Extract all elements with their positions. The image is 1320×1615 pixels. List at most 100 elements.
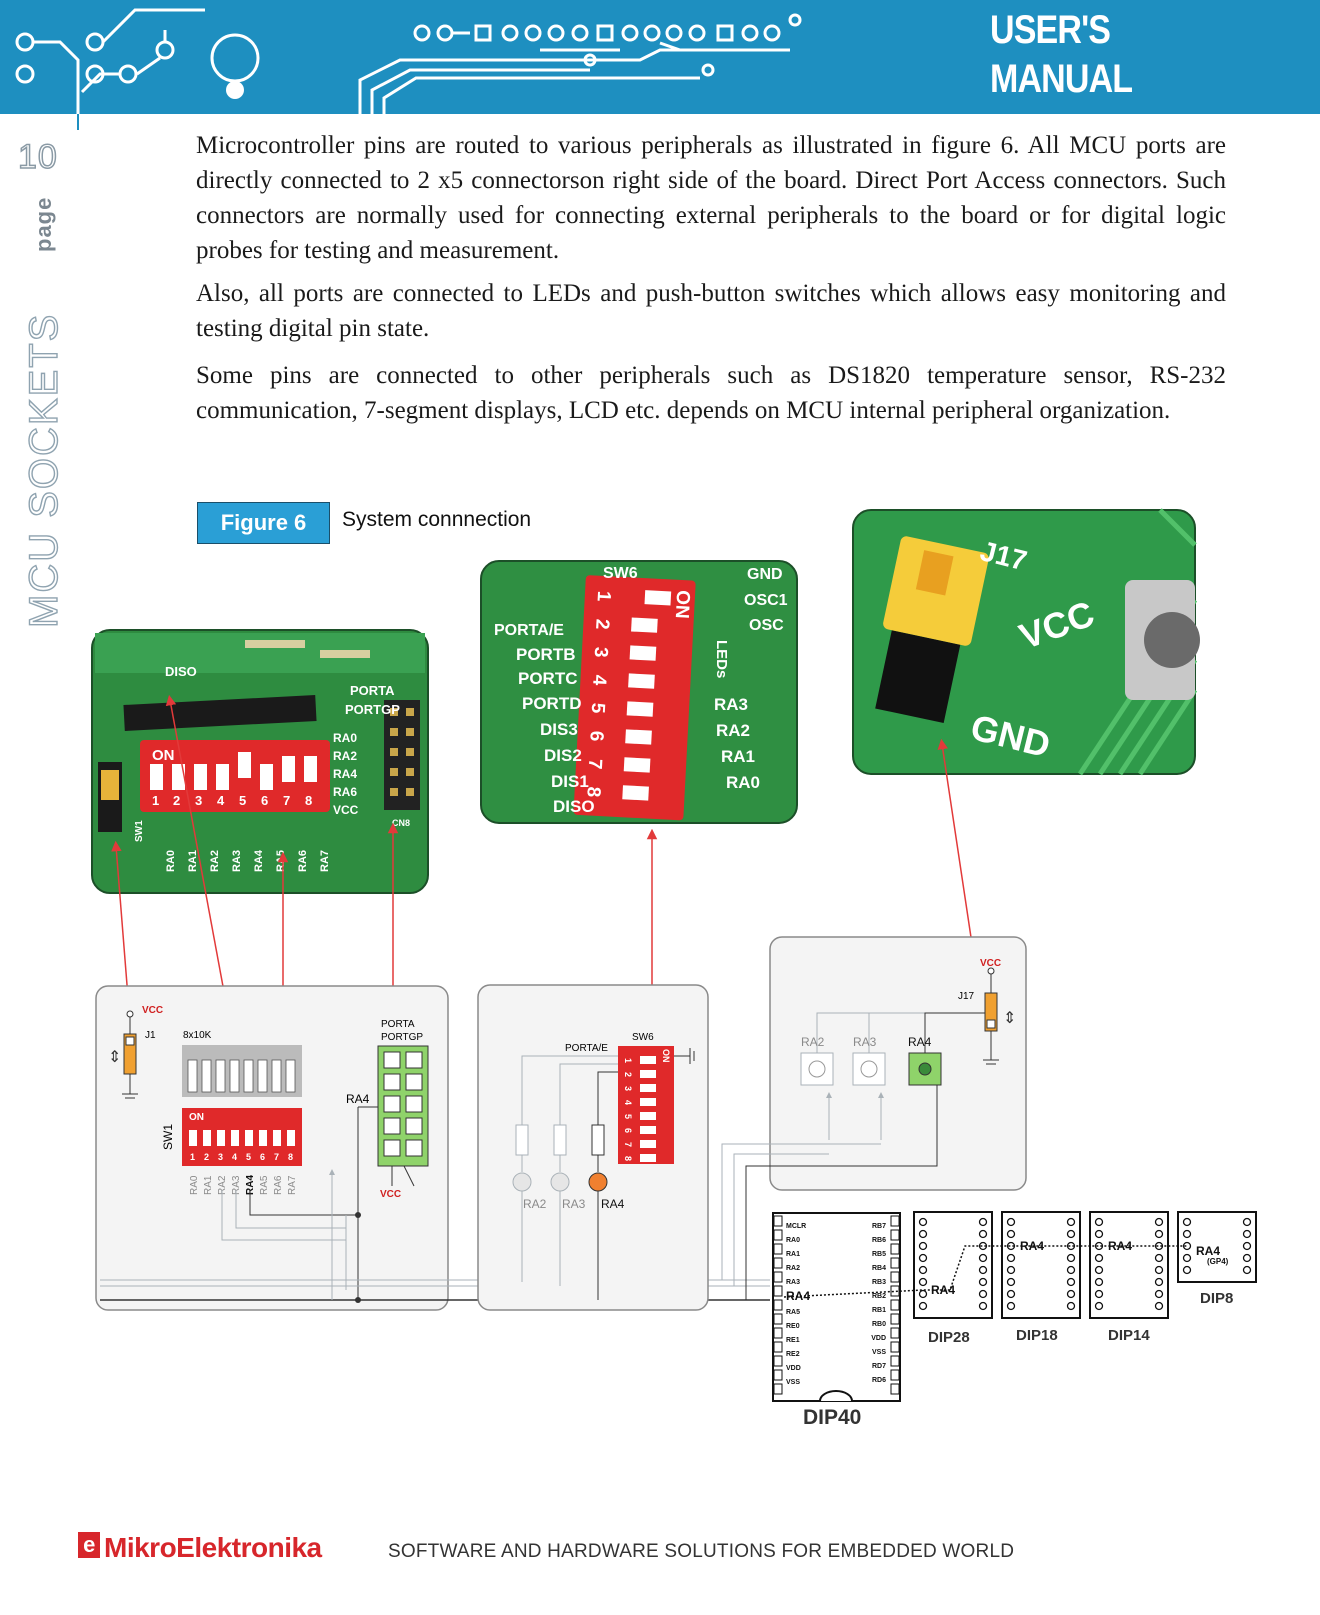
photo1-label: RA1	[187, 850, 199, 872]
right-j17-label: J17	[958, 991, 975, 1002]
photo1-label: RA7	[319, 850, 331, 872]
photo2-label: SW6	[603, 565, 638, 582]
mid-porta-e-label: PORTA/E	[565, 1043, 608, 1054]
mid-switch-digit: 7	[623, 1142, 633, 1147]
photo-dip-switch-porta: DISO PORTA PORTGP ON 1 2 3 4 5 6 7 8 RA0…	[91, 629, 429, 894]
photo1-label: DISO	[165, 664, 197, 679]
mid-on-label: ON	[661, 1049, 671, 1063]
dip40-pin: RD7	[872, 1363, 886, 1370]
photo1-label: RA6	[297, 850, 309, 872]
dip14-label: DIP14	[1108, 1327, 1150, 1344]
left-portgp-label: PORTGP	[381, 1032, 423, 1043]
dip40-pin: RB5	[872, 1251, 886, 1258]
photo1-label: 8	[305, 793, 312, 808]
body-paragraph: Microcontroller pins are routed to vario…	[196, 132, 1226, 264]
dip40-pin: RD6	[872, 1377, 886, 1384]
photo1-label: RA0	[333, 731, 357, 745]
schematic-button-porta: VCC J17 ⇕ RA2 RA3 RA4	[721, 936, 1027, 1300]
left-pin-label: RA7	[287, 1175, 298, 1195]
photo2-label: 6	[585, 730, 607, 742]
left-switch-digit: 3	[218, 1152, 223, 1162]
dip8-gp4-label: (GP4)	[1207, 1257, 1229, 1266]
page-number: 10	[17, 137, 58, 177]
dip40-pin: RB3	[872, 1279, 886, 1286]
logo-text: MikroElektronika	[104, 1532, 322, 1563]
photo2-label: PORTD	[522, 694, 582, 713]
photo2-label: 4	[588, 674, 610, 686]
dip8-ra4-label: RA4	[1196, 1244, 1220, 1258]
photo2-label: DISO	[553, 797, 595, 816]
photo-jumper-j17: J17 VCC GND	[852, 508, 1200, 776]
dip-sockets: RA4 RA4 RA4 RA4 (GP4) DIP28 DIP18 DIP14 …	[783, 1211, 1257, 1346]
manual-title-line2: MANUAL	[990, 57, 1133, 101]
left-switch-digit: 5	[246, 1152, 251, 1162]
mid-switch-digit: 4	[623, 1100, 633, 1105]
dip28-label: DIP28	[928, 1329, 970, 1346]
circuit-trace-decoration	[15, 8, 802, 130]
photo1-label: 2	[173, 793, 180, 808]
body-paragraph: Some pins are connected to other periphe…	[196, 362, 1226, 424]
photo-dip-switch-leds: 1 2 3 4 5 6 7 8 ON SW6 PORTA/E PORTB POR…	[480, 560, 798, 824]
dip28-ra4-label: RA4	[931, 1283, 955, 1297]
left-pin-label: RA3	[231, 1175, 242, 1195]
dip40-pin: RB7	[872, 1223, 886, 1230]
photo1-label: 6	[261, 793, 268, 808]
figure-badge: Figure 6	[197, 502, 330, 544]
dip8-label: DIP8	[1200, 1290, 1233, 1307]
photo2-label: LEDs	[713, 640, 730, 678]
right-button-label: RA2	[801, 1035, 825, 1049]
photo2-label: PORTA/E	[494, 622, 564, 639]
photo1-label: RA5	[275, 850, 287, 872]
left-pin-label: RA4	[245, 1175, 256, 1195]
left-switch-digit: 7	[274, 1152, 279, 1162]
dip40-pin: RB6	[872, 1237, 886, 1244]
dip40-pin: RB4	[872, 1265, 886, 1272]
mid-switch-digit: 2	[623, 1072, 633, 1077]
mid-sw6-label: SW6	[632, 1032, 654, 1043]
photo1-label: 4	[217, 793, 225, 808]
left-pin-label: RA2	[217, 1175, 228, 1195]
left-on-label: ON	[189, 1112, 204, 1123]
photo2-label: RA2	[716, 721, 750, 740]
photo2-label: 8	[582, 786, 604, 798]
left-j1-label: J1	[145, 1030, 156, 1041]
photo2-label: RA3	[714, 695, 748, 714]
dip40-pin: RB2	[872, 1293, 886, 1300]
left-pin-label: RA0	[189, 1175, 200, 1195]
photo2-label: 5	[587, 702, 609, 714]
photo2-label: DIS1	[551, 772, 589, 791]
dip40-pin: RA4	[786, 1289, 810, 1303]
mid-switch-digit: 5	[623, 1114, 633, 1119]
body-paragraph: Also, all ports are connected to LEDs an…	[196, 280, 1226, 342]
mid-led-label: RA4	[601, 1197, 625, 1211]
photo1-label: RA4	[333, 767, 357, 781]
mid-led-label: RA3	[562, 1197, 586, 1211]
manual-title-line1: USER'S	[990, 8, 1111, 52]
dip40-pin: VSS	[872, 1349, 886, 1356]
photo1-label: RA3	[231, 850, 243, 872]
dip40-pin: VDD	[871, 1335, 886, 1342]
right-button-label: RA3	[853, 1035, 877, 1049]
photo1-label: RA2	[209, 850, 221, 872]
mid-switch-digit: 3	[623, 1086, 633, 1091]
page-label-text: page	[31, 196, 56, 252]
left-pin-label: RA5	[259, 1175, 270, 1195]
dip14-ra4-label: RA4	[1108, 1239, 1132, 1253]
logo-e-icon: e	[78, 1532, 100, 1558]
photo2-label: ON	[671, 590, 693, 620]
photo2-label: 2	[591, 618, 613, 630]
manual-title: USER'S MANUAL	[990, 6, 1135, 104]
dip40-pin: RB0	[872, 1321, 886, 1328]
photo2-label: OSC1	[744, 592, 788, 609]
dip40-chip: MCLR RA0 RA1 RA2 RA3 RA4 RA5 RE0 RE1 RE2…	[772, 1212, 901, 1429]
photo1-label: SW1	[134, 820, 145, 842]
photo2-label: PORTC	[518, 669, 578, 688]
dip40-pin: RE2	[786, 1351, 800, 1358]
photo1-label: RA2	[333, 749, 357, 763]
dip40-pin: VDD	[786, 1365, 801, 1372]
left-vcc-label: VCC	[142, 1005, 163, 1016]
dip40-pin: RE1	[786, 1337, 800, 1344]
photo1-label: VCC	[333, 803, 359, 817]
photo2-label: RA1	[721, 747, 755, 766]
dip40-pin: VSS	[786, 1379, 800, 1386]
